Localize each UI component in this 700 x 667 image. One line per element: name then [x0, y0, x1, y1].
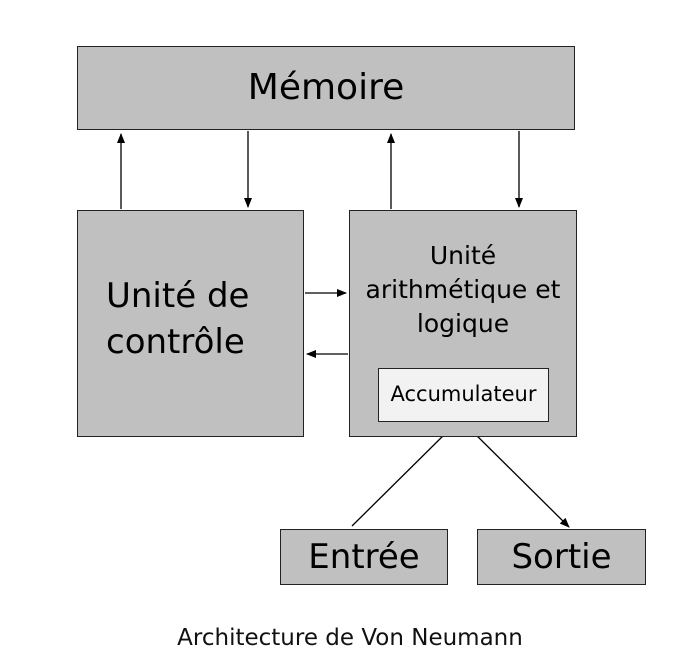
input-box: Entrée — [280, 529, 448, 585]
alu-label: Unité arithmétique et logique — [365, 241, 561, 338]
arrow-accumulator-to-output — [465, 424, 570, 528]
output-box: Sortie — [477, 529, 646, 585]
input-label: Entrée — [308, 537, 420, 577]
accumulator-box: Accumulateur — [378, 368, 549, 422]
control-unit-label: Unité de contrôle — [106, 276, 250, 362]
arrow-input-to-accumulator — [351, 425, 454, 527]
memory-box: Mémoire — [77, 46, 575, 130]
memory-label: Mémoire — [247, 67, 405, 108]
output-label: Sortie — [511, 537, 612, 577]
control-unit-box: Unité de contrôle — [77, 210, 304, 437]
diagram-caption: Architecture de Von Neumann — [177, 625, 523, 651]
accumulator-label: Accumulateur — [390, 382, 537, 406]
